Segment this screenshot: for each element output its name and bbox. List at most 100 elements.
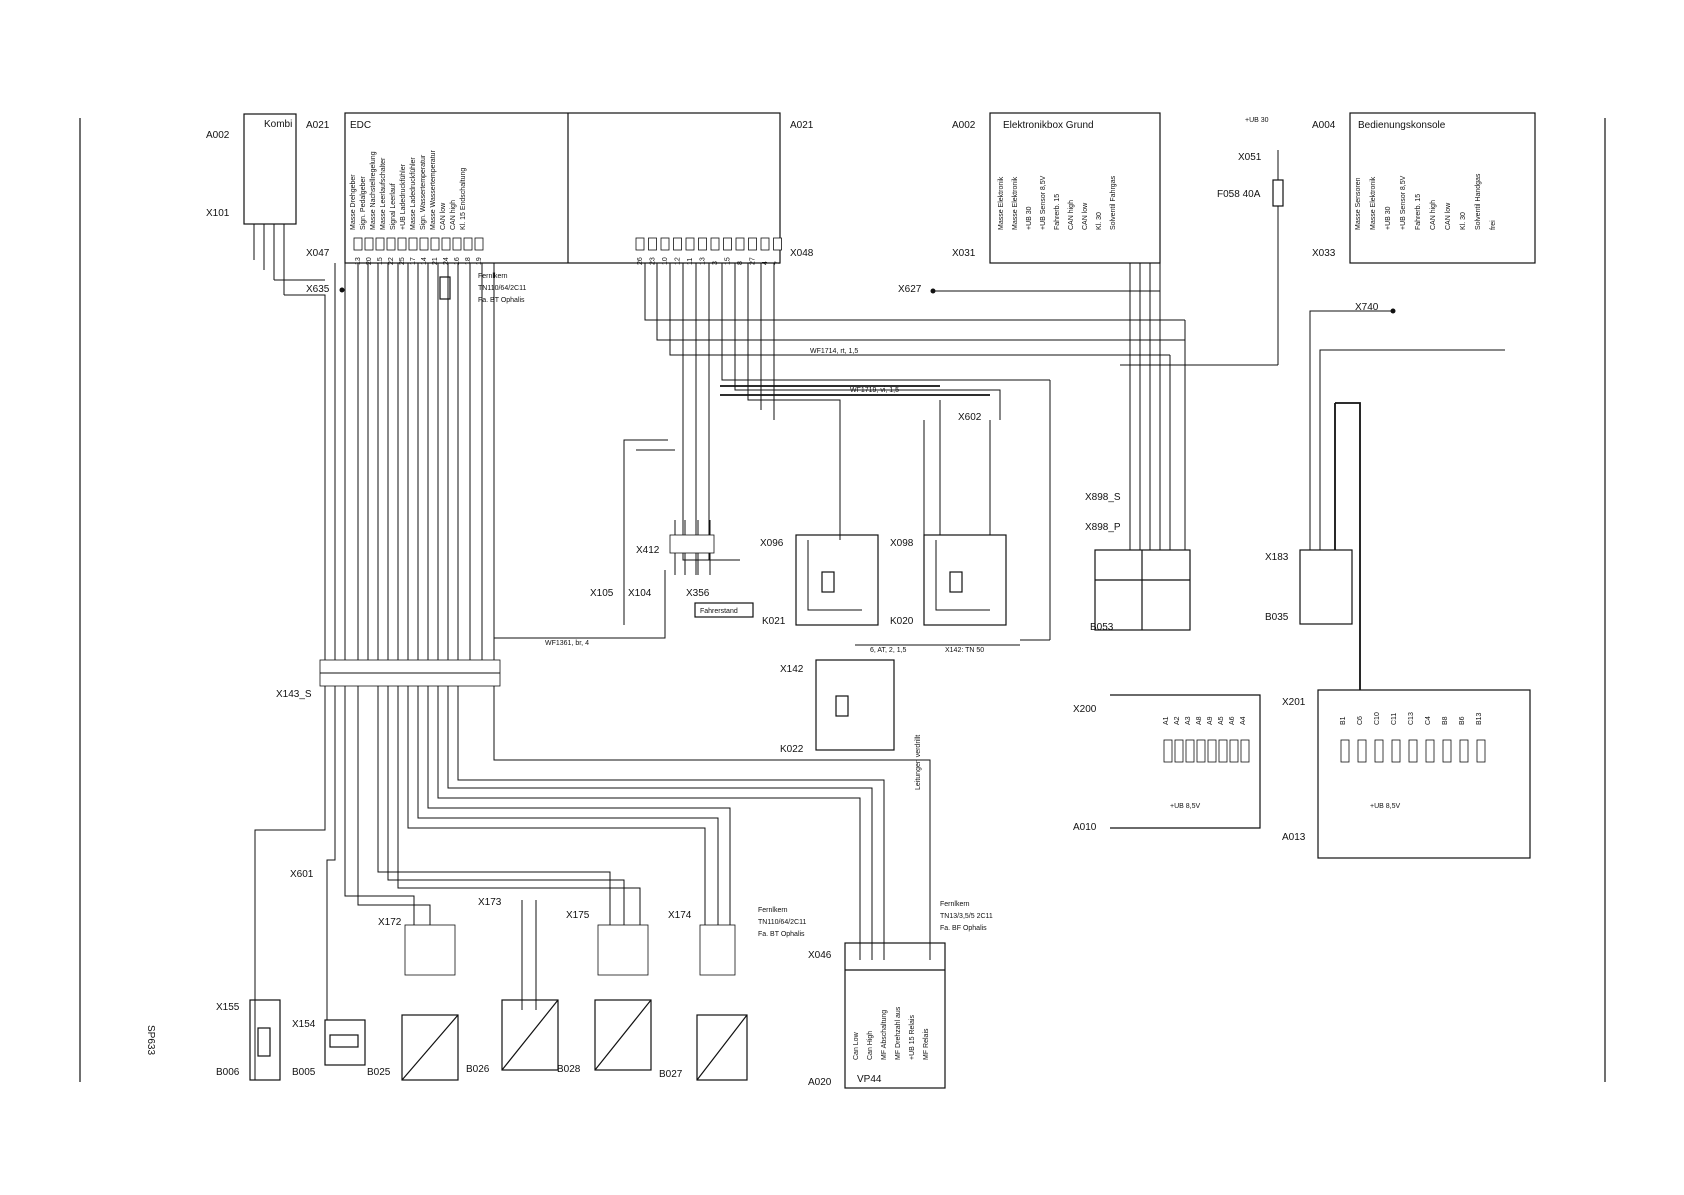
b053-label: B053 — [1090, 622, 1114, 633]
elektronik-ref: A002 — [952, 120, 976, 131]
kombi-name: Kombi — [264, 119, 292, 130]
a010-pin-box — [1229, 739, 1239, 763]
kombi-ref: A002 — [206, 130, 230, 141]
edc-right-pin-box — [673, 237, 682, 251]
edc-left-pin-box — [386, 237, 396, 251]
a010-supply: +UB 8,5V — [1170, 803, 1200, 810]
edc-signal-label: Sign. Wassertemperatur — [420, 154, 427, 230]
relay-k020: X098 K020 — [890, 400, 1007, 627]
b026-label: B026 — [466, 1064, 490, 1075]
bedien-signal-label: CAN high — [1430, 200, 1437, 230]
a013-pin-box — [1374, 739, 1384, 763]
wire-bottom-1: WF1361, br, 4 — [545, 640, 589, 647]
a013-pin-box — [1459, 739, 1469, 763]
edc-left-pin-box — [419, 237, 429, 251]
wire-bottom-2: 6, AT, 2, 1,5 — [870, 647, 907, 654]
b005-label: B005 — [292, 1067, 316, 1078]
edc-ref-right: A021 — [790, 120, 814, 131]
a010-pin-box — [1207, 739, 1217, 763]
a010-pin-box — [1240, 739, 1250, 763]
a010-pin-label: A8 — [1196, 716, 1203, 725]
x105-label: X105 — [590, 588, 614, 599]
a010-pin-label: A2 — [1174, 716, 1181, 725]
x173-label: X173 — [478, 897, 502, 908]
x412-area: X412 X105 X104 X356 Fahrerstand WF1361, … — [494, 439, 754, 647]
edc-left-pin-box — [375, 237, 385, 251]
bedien-signal-label: frei — [1490, 220, 1497, 230]
elektronik-signal-label: Fahrerb. 15 — [1054, 194, 1061, 230]
left-wire-bundle: X635 — [274, 263, 495, 660]
edc-left-pin-box — [353, 237, 363, 251]
ub30-connector: X051 — [1238, 152, 1262, 163]
elektronik-signal-label: +UB 30 — [1026, 206, 1033, 230]
edc-left-pin-box — [452, 237, 462, 251]
a013-ref: A013 — [1282, 832, 1306, 843]
fernlkern-bot: Fernlkern — [940, 901, 970, 908]
edc-right-pin-num: 4 — [762, 261, 769, 265]
edc-left-pin-num: 24 — [443, 257, 450, 265]
x142-label: X142 — [780, 664, 804, 675]
fernlkern-top: Fernlkern — [478, 273, 508, 280]
edc-right-pin-num: 26 — [637, 257, 644, 265]
edc-left-pin-box — [463, 237, 473, 251]
a013-pin-box — [1408, 739, 1418, 763]
edc-left-pin-box — [408, 237, 418, 251]
fernlkern-mid-l3: Fa. BT Ophalis — [758, 931, 805, 938]
a010-pin-box — [1196, 739, 1206, 763]
edc-right-pin-box — [760, 237, 770, 251]
bedien-ref: A004 — [1312, 120, 1336, 131]
x172-label: X172 — [378, 917, 402, 928]
module-bedienungskonsole: A004 Bedienungskonsole X033 Masse Sensor… — [1312, 112, 1536, 264]
a013-pin-box — [1476, 739, 1486, 763]
x175-label: X175 — [566, 910, 590, 921]
edc-left-pin-num: 14 — [421, 257, 428, 265]
a010-pin-label: A5 — [1218, 716, 1225, 725]
fernlkern-bot-l3: Fa. BF Ophalis — [940, 925, 987, 932]
b027-label: B027 — [659, 1069, 683, 1080]
edc-right-pin-num: 8 — [737, 261, 744, 265]
x412-label: X412 — [636, 545, 660, 556]
edc-left-pin-num: 20 — [366, 257, 373, 265]
x104-label: X104 — [628, 588, 652, 599]
sensor-b035: X183 B035 X740 — [1265, 302, 1505, 690]
elektronik-connector: X031 — [952, 248, 976, 259]
x601-label: X601 — [290, 869, 314, 880]
a010-pin-box — [1174, 739, 1184, 763]
a010-pin-label: A1 — [1163, 716, 1170, 725]
a013-pin-label: C10 — [1374, 712, 1381, 725]
x183-label: X183 — [1265, 552, 1289, 563]
edc-signal-label: +UB Ladedruckfühler — [400, 163, 407, 230]
edc-right-pin-num: 11 — [687, 258, 694, 265]
x154-label: X154 — [292, 1019, 316, 1030]
elektronik-signal-label: +UB Sensor 8,5V — [1040, 175, 1047, 230]
fernlkern-mid-l2: TN110/64/2C11 — [758, 919, 806, 926]
edc-signal-label: CAN high — [450, 200, 457, 230]
bedien-connector: X033 — [1312, 248, 1336, 259]
vp44-signal-label: MF Drehzahl aus — [895, 1006, 902, 1060]
edc-ref-left: A021 — [306, 120, 330, 131]
wire-top-1: WF1714, rt, 1,5 — [810, 348, 858, 355]
a010-pin-box — [1218, 739, 1228, 763]
vp44-name: VP44 — [857, 1074, 882, 1085]
x098-label: X098 — [890, 538, 914, 549]
fahrerstand-note: Fahrerstand — [700, 608, 738, 615]
edc-signal-label: Signal Leerlauf — [390, 183, 397, 230]
a010-ref: A010 — [1073, 822, 1097, 833]
bedien-signal-label: Masse Sensoren — [1355, 177, 1362, 230]
a013-pin-label: B8 — [1442, 716, 1449, 725]
bottom-sensors: B006 B005 B025 B026 B028 B027 — [216, 999, 748, 1081]
edc-signal-label: Masse Leerlaufschalter — [380, 157, 387, 230]
edc-right-pin-num: 23 — [650, 257, 657, 265]
ub30-label: +UB 30 — [1245, 117, 1269, 124]
module-kombi: A002 Kombi X101 — [206, 113, 297, 295]
edc-left-pin-num: 19 — [476, 257, 483, 265]
vp44-connector: X046 — [808, 950, 832, 961]
a013-connector: X201 — [1282, 697, 1306, 708]
edc-left-pin-box — [430, 237, 440, 251]
edc-name: EDC — [350, 120, 371, 131]
